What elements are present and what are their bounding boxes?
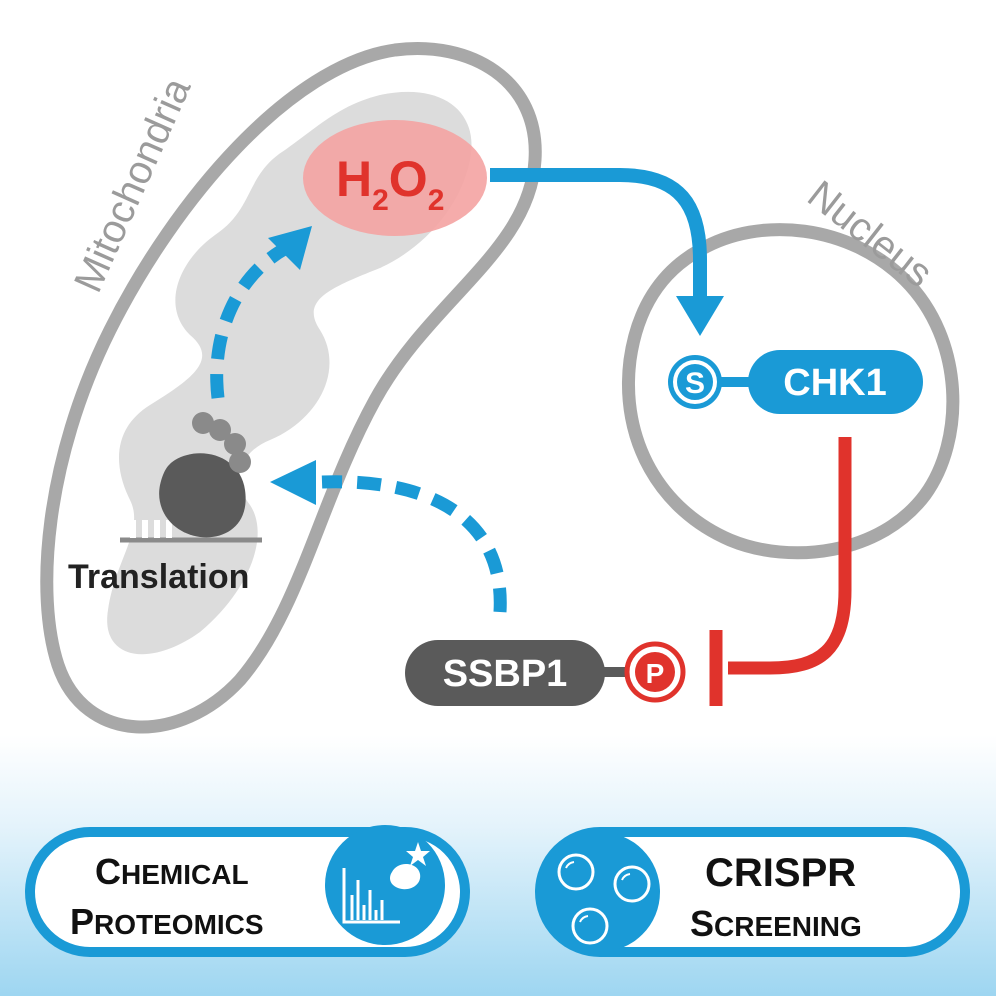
chk1-node: S CHK1 [668,350,923,414]
translation-label: Translation [68,558,249,596]
cell-bubbles-icon [557,853,651,945]
chk1-pill [748,350,923,414]
p-mark-label: P [646,658,665,689]
chemical-proteomics-panel: CHEMICAL PROTEOMICS [25,825,470,957]
peptide-chain [192,412,251,473]
arrowhead-to-h2o2 [268,226,312,270]
crispr-screening-panel: CRISPR SCREENING [535,827,970,957]
h2o2-blob [303,120,487,236]
chemical-proteomics-line2: PROTEOMICS [70,901,264,942]
inhibition-chk1-to-ssbp1 [728,437,852,675]
arrowhead-to-chk1 [676,296,724,336]
h2o2-label: H2O2 [336,151,444,217]
chk1-label: CHK1 [783,362,886,404]
ssbp1-label: SSBP1 [443,653,568,695]
h2o2-node: H2O2 [303,120,487,236]
probe-star-icon [406,842,430,866]
arrowhead-to-translation [270,460,316,505]
ssbp1-node: SSBP1 P [405,640,686,706]
s-mark-label: S [685,367,705,400]
bar-chart-icon [342,868,400,924]
crispr-icon-circle [540,832,660,952]
ribosome-body [159,453,246,538]
crispr-screening-line1: CRISPR [705,851,856,895]
arrow-h2o2-to-chk1 [490,168,707,298]
nucleus-membrane [622,223,960,560]
s-mark-inner [673,360,717,404]
crispr-screening-line2: SCREENING [690,903,862,944]
p-mark-inner [635,652,675,692]
protein-blob-icon [390,863,421,890]
ribosome-icon: Translation [68,412,262,596]
chemical-proteomics-line1: CHEMICAL [95,851,249,892]
arrow-translation-to-h2o2 [210,239,295,399]
ssbp1-pill [405,640,605,706]
mrna-codons [130,520,172,538]
mitochondria-label: Mitochondria [66,71,200,299]
arrow-ssbp1-to-translation [321,475,507,613]
